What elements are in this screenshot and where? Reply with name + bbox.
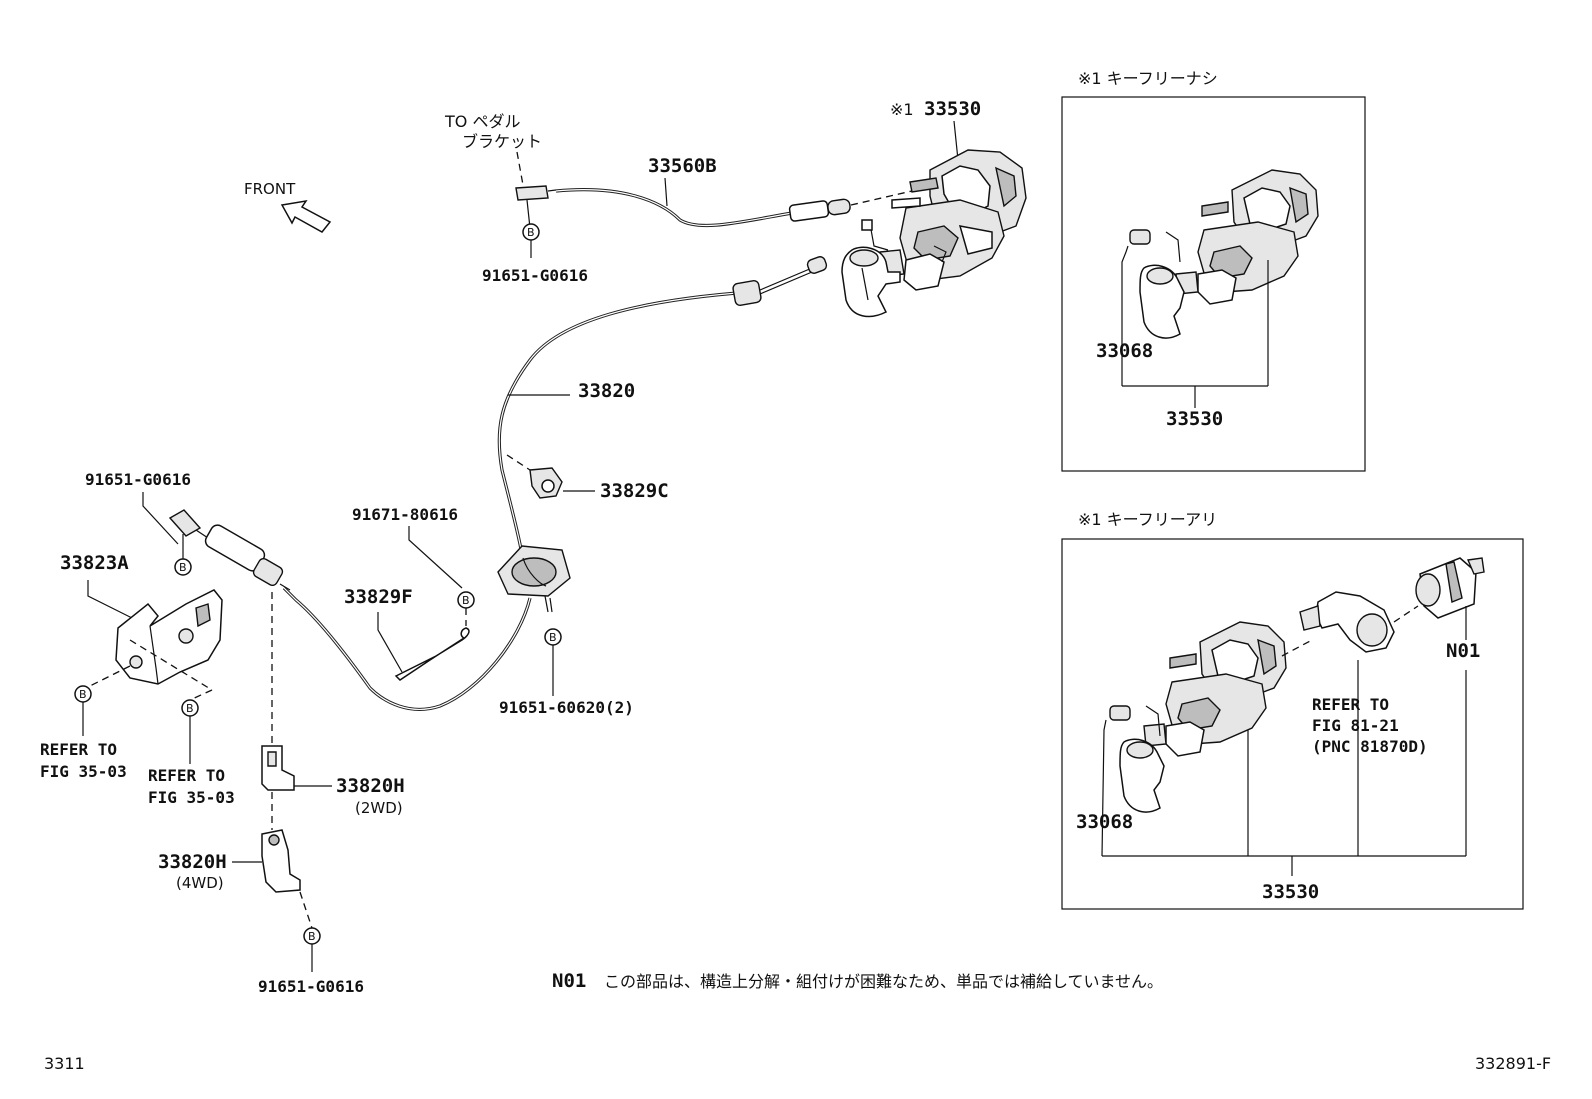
lock-assembly-main: ※1 33530: [841, 98, 1027, 318]
part-91651-g0616-top: 91651-G0616: [482, 266, 588, 285]
note-code: N01: [552, 970, 586, 992]
clamp-33829f: 91671-80616 B 33829F: [344, 505, 475, 681]
svg-text:B: B: [527, 226, 535, 239]
bracket-33823a: 91651-G0616 B 33823A B REFER TO FIG 35-0…: [40, 470, 291, 807]
note-text: この部品は、構造上分解・組付けが困難なため、単品では補給していません。: [604, 972, 1163, 991]
inset-top-part-33530: 33530: [1166, 408, 1223, 430]
svg-text:B: B: [186, 702, 194, 715]
svg-text:B: B: [462, 594, 470, 607]
refer-b-line1: REFER TO: [148, 766, 225, 785]
inset-bottom-refer-2: FIG 81-21: [1312, 716, 1399, 735]
cable-33560b: TO ペダル ブラケット 33560B B 91651-G0616: [444, 112, 926, 285]
front-arrow: FRONT: [244, 180, 332, 233]
inset-top-part-33068: 33068: [1096, 340, 1153, 362]
svg-text:B: B: [308, 930, 316, 943]
inset-top-box: [1061, 96, 1366, 472]
inset-keyfree-ari: ※1 キーフリーアリ 33068 33530: [1061, 510, 1524, 910]
svg-text:B: B: [549, 631, 557, 644]
to-pedal-label-1: TO ペダル: [444, 112, 520, 131]
note-n01: N01 この部品は、構造上分解・組付けが困難なため、単品では補給していません。: [552, 970, 1163, 992]
part-33823a: 33823A: [60, 552, 129, 574]
inset-bottom-box: [1061, 538, 1524, 910]
inset-bottom-title: ※1 キーフリーアリ: [1078, 510, 1217, 529]
refer-a-line2: FIG 35-03: [40, 762, 127, 781]
inset-top-title: ※1 キーフリーナシ: [1078, 69, 1218, 88]
footer-right: 332891-F: [1475, 1054, 1551, 1073]
to-pedal-label-2: ブラケット: [462, 132, 542, 151]
footer-left: 3311: [44, 1054, 85, 1073]
part-33530-main: 33530: [924, 98, 981, 120]
svg-text:B: B: [79, 688, 87, 701]
part-91651-g0616-left: 91651-G0616: [85, 470, 191, 489]
inset-bottom-refer-1: REFER TO: [1312, 695, 1389, 714]
inset-bottom-part-n01: N01: [1446, 640, 1480, 662]
cable-33820: 33820 33829C B 91651-60620(2): [282, 256, 828, 717]
part-33820: 33820: [578, 380, 635, 402]
part-33820h-2wd: 33820H: [336, 775, 405, 797]
part-91651-g0616-bottom: 91651-G0616: [258, 977, 364, 996]
inset-bottom-refer-3: (PNC 81870D): [1312, 737, 1428, 756]
front-label: FRONT: [244, 180, 296, 198]
note-2wd: (2WD): [355, 799, 403, 817]
inset-keyfree-nashi: ※1 キーフリーナシ 33068 33530: [1061, 69, 1366, 472]
refer-a-line1: REFER TO: [40, 740, 117, 759]
note-4wd: (4WD): [176, 874, 224, 892]
mark-main: ※1: [890, 100, 914, 119]
svg-text:B: B: [179, 561, 187, 574]
part-33829c: 33829C: [600, 480, 669, 502]
part-33560b: 33560B: [648, 155, 717, 177]
part-91651-60620: 91651-60620(2): [499, 698, 634, 717]
inset-bottom-part-33068: 33068: [1076, 811, 1133, 833]
brackets-33820h: 33820H (2WD) 33820H (4WD) B 91651-G0616: [158, 592, 405, 996]
refer-b-line2: FIG 35-03: [148, 788, 235, 807]
part-33820h-4wd: 33820H: [158, 851, 227, 873]
part-33829f: 33829F: [344, 586, 413, 608]
part-91671-80616: 91671-80616: [352, 505, 458, 524]
front-arrow-icon: [280, 199, 332, 233]
inset-bottom-part-33530: 33530: [1262, 881, 1319, 903]
